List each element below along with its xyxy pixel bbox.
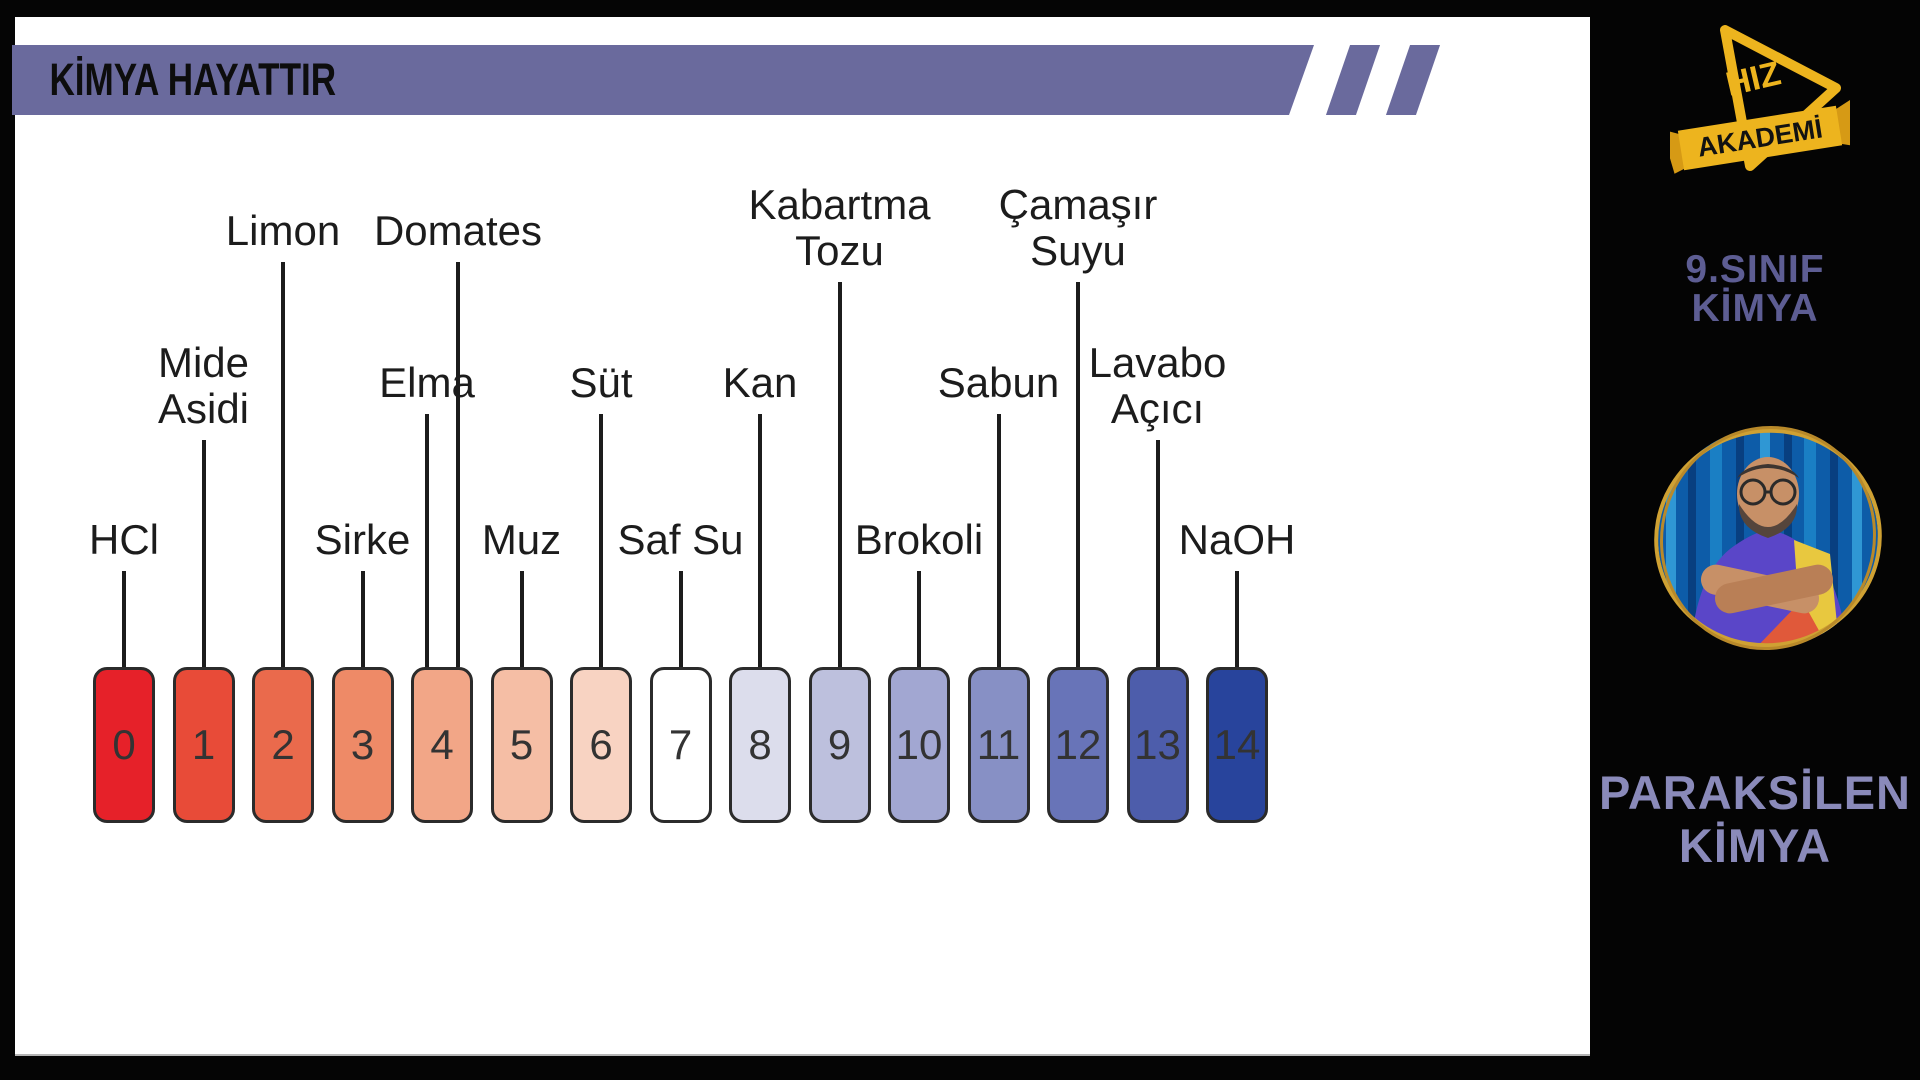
pointer-line-ph-8 — [758, 414, 762, 667]
ph-item-label: Domates — [373, 207, 543, 254]
ph-box-10: 10 — [888, 667, 950, 823]
pointer-line-ph-5 — [519, 571, 524, 667]
ph-item-label: Limon — [225, 207, 341, 254]
ph-item-label: Lavabo Açıcı — [1088, 339, 1227, 432]
hiz-akademi-logo: HIZ AKADEMİ — [1661, 18, 1853, 176]
ph-item-label: HCl — [89, 516, 159, 563]
ph-item-label: Süt — [569, 359, 633, 406]
ph-box-2: 2 — [252, 667, 314, 823]
pointer-line-ph-7 — [678, 571, 683, 667]
header-band: KİMYA HAYATTIR — [12, 45, 1314, 115]
ph-box-7: 7 — [649, 667, 712, 823]
pointer-line-ph-4 — [425, 414, 429, 667]
course-line2: KİMYA — [1691, 287, 1819, 330]
pointer-line-ph-1 — [201, 440, 206, 667]
ph-box-8: 8 — [729, 667, 791, 823]
brand-line2: KİMYA — [1678, 819, 1832, 872]
pointer-line-ph-11 — [996, 414, 1001, 667]
ph-item-label: Mide Asidi — [157, 339, 250, 432]
ph-item-label: Çamaşır Suyu — [998, 181, 1158, 274]
instructor-avatar-icon — [1654, 425, 1882, 651]
ph-box-4: 4 — [411, 667, 473, 823]
pointer-line-ph-6 — [599, 414, 603, 667]
ph-item-label: NaOH — [1178, 516, 1296, 563]
pointer-line-ph-14 — [1235, 571, 1239, 667]
ph-box-9: 9 — [808, 667, 871, 823]
ph-box-1: 1 — [172, 667, 235, 823]
brand-label: PARAKSİLEN KİMYA — [1590, 766, 1920, 872]
pointer-line-ph-4 — [456, 262, 460, 667]
ph-box-14: 14 — [1206, 667, 1268, 823]
pointer-line-ph-3 — [360, 571, 365, 667]
ph-box-11: 11 — [967, 667, 1030, 823]
pointer-line-ph-9 — [837, 282, 842, 667]
pointer-line-ph-12 — [1076, 282, 1080, 667]
ph-box-12: 12 — [1047, 667, 1109, 823]
course-line1: 9.SINIF — [1685, 248, 1825, 291]
ph-item-label: Saf Su — [617, 516, 744, 563]
ph-item-label: Kabartma Tozu — [748, 181, 931, 274]
pointer-line-ph-2 — [281, 262, 285, 667]
pointer-line-ph-10 — [917, 571, 921, 667]
ph-box-5: 5 — [490, 667, 553, 823]
pointer-line-ph-13 — [1155, 440, 1160, 667]
ph-item-label: Brokoli — [854, 516, 984, 563]
ph-box-6: 6 — [570, 667, 632, 823]
course-label: 9.SINIF KİMYA — [1630, 250, 1880, 328]
ph-box-3: 3 — [331, 667, 394, 823]
ph-item-label: Sirke — [314, 516, 411, 563]
pointer-line-ph-0 — [122, 571, 126, 667]
ph-item-label: Muz — [481, 516, 562, 563]
ph-box-13: 13 — [1126, 667, 1189, 823]
play-triangle-icon: HIZ AKADEMİ — [1661, 25, 1853, 174]
sidebar: HIZ AKADEMİ 9.SINIF KİMYA — [1590, 0, 1920, 1080]
ph-box-0: 0 — [93, 667, 155, 823]
slide-title: KİMYA HAYATTIR — [49, 54, 337, 105]
instructor-photo — [1652, 422, 1884, 654]
ph-item-label: Kan — [722, 359, 798, 406]
brand-line1: PARAKSİLEN — [1598, 766, 1912, 819]
ph-item-label: Sabun — [937, 359, 1060, 406]
